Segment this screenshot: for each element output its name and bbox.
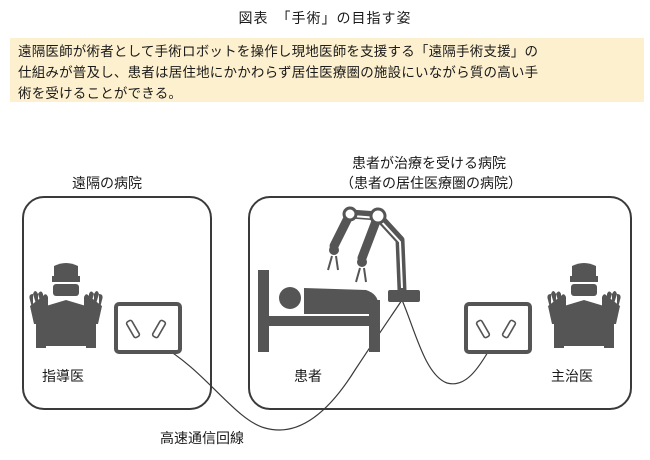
summary-line: 遠隔医師が術者として手術ロボットを操作し現地医師を支援する「遠隔手術支援」の: [18, 44, 539, 60]
network-label: 高速通信回線: [160, 431, 244, 447]
local-doctor-label: 主治医: [551, 369, 593, 385]
attending-surgeon-icon: [547, 263, 621, 348]
figure-title: 図表 「手術」の目指す姿: [238, 11, 412, 27]
patient-bed-icon: [258, 270, 380, 352]
summary-box: 遠隔医師が術者として手術ロボットを操作し現地医師を支援する「遠隔手術支援」の 仕…: [10, 38, 644, 102]
summary-line: 仕組みが普及し、患者は居住地にかかわらず居住医療圏の施設にいながら質の高い手: [18, 65, 539, 81]
remote-monitor-icon: [114, 302, 182, 354]
remote-hospital-label: 遠隔の病院: [72, 176, 142, 192]
patient-label: 患者: [294, 369, 322, 385]
surgeon-icon: [29, 263, 103, 348]
local-monitor-icon: [464, 302, 532, 354]
remote-doctor-label: 指導医: [42, 369, 84, 385]
summary-line: 術を受けることができる。: [18, 86, 183, 102]
local-hospital-label: 患者が治療を受ける病院: [352, 156, 506, 172]
surgical-robot-icon: [327, 206, 420, 302]
local-hospital-sublabel: （患者の居住医療圏の病院）: [340, 176, 522, 192]
